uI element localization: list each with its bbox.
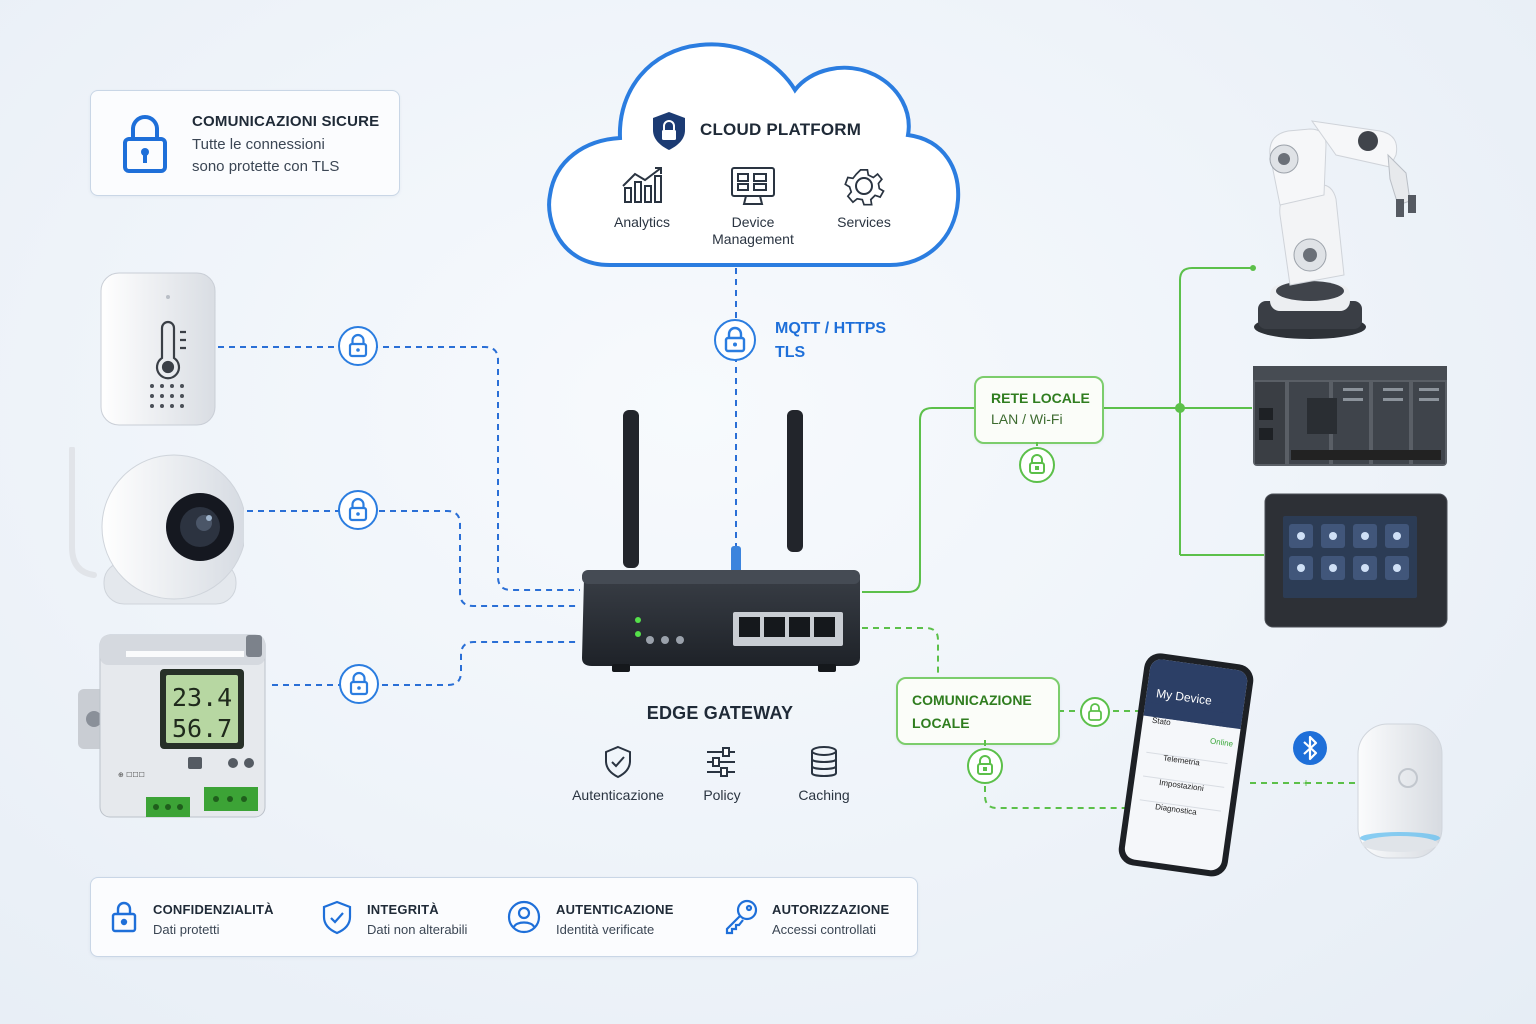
principle-title: CONFIDENZIALITÀ [153, 902, 274, 917]
local-comm-lock [967, 740, 1003, 784]
local-network-callout: RETE LOCALE LAN / Wi-Fi [974, 376, 1104, 444]
principle-subtitle: Accessi controllati [772, 922, 877, 937]
smart-speaker [1357, 723, 1443, 859]
principle-title: AUTORIZZAZIONE [772, 902, 890, 917]
principle-subtitle: Identità verificate [556, 922, 655, 937]
local-network-title: RETE LOCALE [991, 390, 1090, 406]
camera-link [236, 510, 580, 607]
cloud-item-device-line2: Management [712, 231, 794, 247]
secure-card-line2: sono protette con TLS [192, 158, 340, 175]
cloud-item-analytics: Analytics [613, 214, 671, 230]
cloud-item-services: Services [837, 214, 891, 230]
lock-icon [111, 901, 137, 933]
local-comm-callout: COMUNICAZIONE LOCALE [896, 677, 1060, 745]
principle-subtitle: Dati protetti [153, 922, 220, 937]
camera-link-lock [338, 490, 378, 530]
svg-text:+: + [1302, 776, 1309, 790]
key-icon [725, 899, 758, 935]
uplink-protocol: MQTT / HTTPS [775, 320, 887, 337]
robot-arm [1254, 120, 1416, 339]
principle-subtitle: Dati non alterabili [367, 922, 468, 937]
energy-meter: ⊕ ☐☐☐ [78, 634, 266, 818]
database-icon [811, 746, 837, 777]
sensor-link [218, 346, 580, 591]
device-management-icon [731, 167, 775, 205]
principle-title: AUTENTICAZIONE [556, 902, 674, 917]
local-comm-title: COMUNICAZIONE [912, 692, 1032, 708]
gateway-feature-policy: Policy [703, 787, 741, 803]
secure-communications-card: COMUNICAZIONI SICURE Tutte le connession… [90, 90, 400, 196]
meter-link-lock [339, 664, 379, 704]
analytics-icon [622, 167, 662, 203]
local-network-lock [1019, 442, 1055, 483]
edge-gateway-router [582, 410, 860, 672]
local-comm-subtitle: LOCALE [912, 715, 970, 731]
sensor-link-lock [338, 326, 378, 366]
uplink-lock-badge [713, 318, 757, 362]
lock-icon [714, 319, 756, 361]
secure-card-line1: Tutte le connessioni [192, 136, 325, 153]
meter-reading-1: 23.4 [172, 683, 233, 712]
lock-icon [123, 115, 167, 173]
cloud-title: CLOUD PLATFORM [700, 120, 862, 139]
thermometer-icon [155, 320, 186, 380]
bluetooth-icon [1293, 731, 1327, 765]
cloud-item-device-line1: Device [731, 214, 775, 230]
user-circle-icon [507, 900, 541, 934]
meter-reading-2: 56.7 [172, 714, 233, 743]
gateway-feature-caching: Caching [798, 787, 850, 803]
gateway-feature-auth: Autenticazione [572, 787, 664, 803]
shield-lock-icon [653, 112, 685, 150]
gear-icon [844, 168, 885, 206]
shield-check-icon [322, 900, 352, 935]
smartphone [1118, 653, 1254, 877]
principle-title: INTEGRITÀ [367, 902, 439, 917]
uplink-tls: TLS [775, 344, 806, 361]
hmi-touch-panel [1264, 493, 1448, 628]
meter-link [272, 641, 580, 686]
secure-card-title: COMUNICAZIONI SICURE [192, 113, 380, 130]
plc-controller [1253, 366, 1447, 466]
security-principles-bar: CONFIDENZIALITÀ Dati protetti INTEGRITÀ … [90, 877, 918, 957]
temperature-sensor [100, 272, 216, 426]
lan-branch [1179, 267, 1253, 555]
local-network-subtitle: LAN / Wi-Fi [991, 411, 1063, 427]
lan-trunk [862, 407, 1180, 593]
sliders-icon [707, 747, 735, 777]
local-comm-link [862, 627, 939, 676]
cloud-platform [547, 42, 961, 267]
shield-check-icon [605, 745, 631, 779]
gateway-title: EDGE GATEWAY [646, 703, 794, 723]
security-camera [69, 447, 244, 605]
svg-text:⊕ ☐☐☐: ⊕ ☐☐☐ [118, 771, 145, 779]
phone-link-lock [1080, 697, 1110, 727]
